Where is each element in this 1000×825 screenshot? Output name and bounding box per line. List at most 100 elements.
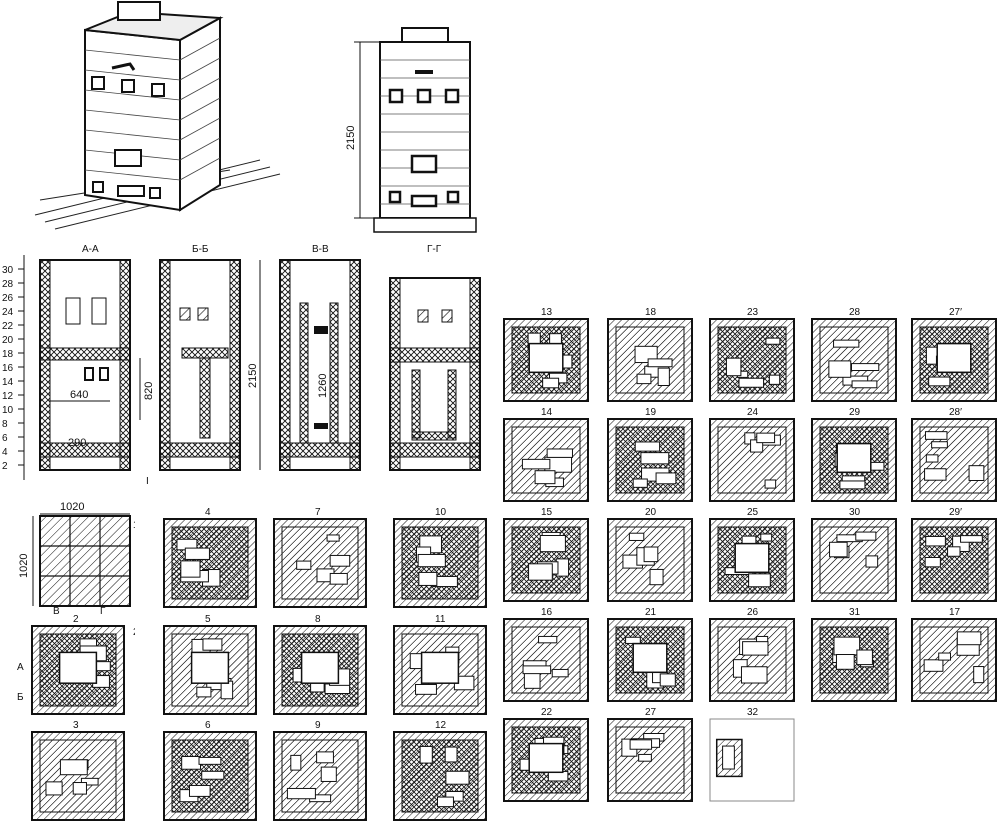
- course-number: 14: [541, 407, 553, 418]
- section-vv: 1260: [279, 259, 361, 471]
- section-title-aa: А-А: [82, 244, 99, 255]
- course-number: 21: [645, 607, 657, 618]
- axis-tick-label: 22: [2, 321, 14, 332]
- axis-tick-label: 8: [2, 419, 8, 430]
- course-plan-4: 4: [163, 507, 257, 608]
- cut-marker-g: Г: [100, 606, 106, 617]
- course-plan-29: 29: [811, 407, 897, 502]
- course-plan-17: 17: [911, 607, 997, 702]
- axis-tick-label: 14: [2, 377, 14, 388]
- course-number: 32: [747, 707, 759, 718]
- course-number: 18: [645, 307, 657, 318]
- course-plan-10: 10: [393, 507, 487, 608]
- course-number: 31: [849, 607, 861, 618]
- axis-tick-label: 4: [2, 447, 8, 458]
- plan-1-height-label: 1020: [18, 554, 30, 578]
- section-title-bb: Б-Б: [192, 244, 209, 255]
- course-number: 22: [541, 707, 553, 718]
- course-plan-26: 26: [709, 607, 795, 702]
- cut-marker-a: А: [17, 662, 24, 673]
- course-number: 5: [205, 614, 211, 625]
- course-number: 17: [949, 607, 961, 618]
- course-plan-31: 31: [811, 607, 897, 702]
- axis-tick-label: 10: [2, 405, 14, 416]
- plan-2-side-label: 2: [133, 627, 135, 638]
- axis-tick-label: 16: [2, 363, 14, 374]
- elevation-height-label: 2150: [345, 126, 357, 150]
- course-plan-27-prime: 27′: [911, 307, 997, 402]
- course-plan-7: 7: [273, 507, 367, 608]
- course-number: 19: [645, 407, 657, 418]
- course-plan-5: 5: [163, 614, 257, 715]
- course-plan-6: 6: [163, 720, 257, 821]
- course-plan-20: 20: [607, 507, 693, 602]
- course-number: 28′: [949, 407, 962, 418]
- axis-tick-label: 6: [2, 433, 8, 444]
- section-aa: 640 820 290: [39, 259, 155, 471]
- course-plan-25: 25: [709, 507, 795, 602]
- cut-marker-labels: В Г А Б 2: [17, 606, 135, 703]
- course-plan-9: 9: [273, 720, 367, 821]
- axis-tick-label: 24: [2, 307, 14, 318]
- course-number: 28: [849, 307, 861, 318]
- axis-tick-label: 28: [2, 279, 14, 290]
- course-plan-14: 14: [503, 407, 589, 502]
- course-plan-27: 27: [607, 707, 693, 802]
- cut-marker-v: В: [53, 606, 60, 617]
- section-aa-dim-290: 290: [68, 437, 86, 449]
- stove-perspective-view: [34, 1, 281, 230]
- course-plan-15: 15: [503, 507, 589, 602]
- section-bb: 2150: [159, 259, 261, 471]
- section-title-gg: Г-Г: [427, 244, 442, 255]
- section-aa-dim-820: 820: [143, 382, 155, 400]
- course-plan-8: 8: [273, 614, 367, 715]
- course-plan-30: 30: [811, 507, 897, 602]
- course-number: 20: [645, 507, 657, 518]
- axis-tick-label: 2: [2, 461, 8, 472]
- section-title-vv: В-В: [312, 244, 329, 255]
- axis-tick-label: 20: [2, 335, 14, 346]
- course-plan-19: 19: [607, 407, 693, 502]
- course-plan-22: 22: [503, 707, 589, 802]
- section-note: I: [146, 476, 149, 487]
- course-number: 12: [435, 720, 447, 731]
- course-plan-28-prime: 28′: [911, 407, 997, 502]
- course-plan-29-prime: 29′: [911, 507, 997, 602]
- plan-course-1: 1020 1020 1: [18, 501, 135, 607]
- course-plan-21: 21: [607, 607, 693, 702]
- section-vv-dim-1260: 1260: [317, 374, 329, 398]
- axis-tick-label: 18: [2, 349, 14, 360]
- course-plan-12: 12: [393, 720, 487, 821]
- section-gg: [389, 277, 481, 471]
- plan-1-number: 1: [133, 520, 135, 531]
- course-plan-32: 32: [709, 707, 795, 802]
- course-number: 27: [645, 707, 657, 718]
- course-number: 6: [205, 720, 211, 731]
- axis-tick-label: 26: [2, 293, 14, 304]
- course-number: 29: [849, 407, 861, 418]
- course-plan-24: 24: [709, 407, 795, 502]
- course-plan-18: 18: [607, 307, 693, 402]
- axis-tick-label: 30: [2, 265, 14, 276]
- course-number: 30: [849, 507, 861, 518]
- axis-tick-label: 12: [2, 391, 14, 402]
- course-plan-16: 16: [503, 607, 589, 702]
- cut-marker-b: Б: [17, 692, 24, 703]
- course-number: 25: [747, 507, 759, 518]
- section-height-label: 2150: [247, 364, 259, 388]
- course-number: 9: [315, 720, 321, 731]
- course-plan-23: 23: [709, 307, 795, 402]
- vertical-sections: А-А 640 820 290 Б-Б: [39, 244, 481, 487]
- course-plan-11: 11: [393, 614, 487, 715]
- course-number: 7: [315, 507, 321, 518]
- course-number: 13: [541, 307, 553, 318]
- course-number: 10: [435, 507, 447, 518]
- section-aa-dim-640: 640: [70, 389, 88, 401]
- course-number: 24: [747, 407, 759, 418]
- course-number: 8: [315, 614, 321, 625]
- stove-front-elevation: 2150: [345, 27, 477, 233]
- course-number: 16: [541, 607, 553, 618]
- course-number: 26: [747, 607, 759, 618]
